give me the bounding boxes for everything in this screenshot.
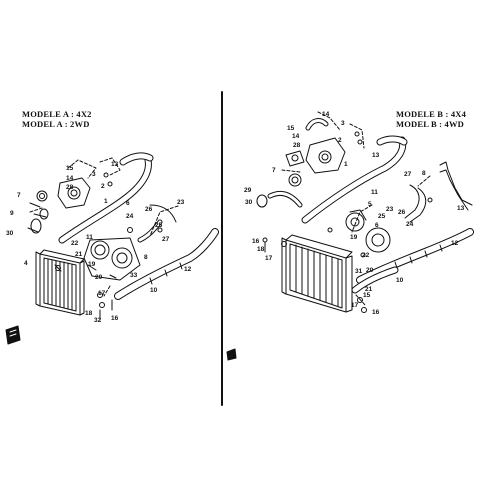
callout: 21 (75, 251, 83, 258)
callout: 1 (104, 198, 108, 205)
callout: 28 (66, 184, 74, 191)
callout: 30 (6, 230, 14, 237)
callout: 15 (287, 125, 295, 132)
callout: 17 (351, 302, 359, 309)
left-title-line1: MODELE A : 4X2 (22, 109, 92, 119)
callout: 22 (362, 252, 370, 259)
callout: 27 (162, 236, 170, 243)
callout: 32 (94, 317, 102, 324)
callout: 14 (322, 111, 330, 118)
left-model-title: MODELE A : 4X2 MODEL A : 2WD (22, 109, 92, 129)
callout: 12 (451, 240, 459, 247)
thermostat-housing-right (256, 137, 346, 208)
callout: 15 (363, 292, 371, 299)
radiator-right (281, 234, 353, 313)
callout: 18 (257, 246, 265, 253)
callout: 16 (111, 315, 119, 322)
callout: 11 (86, 234, 93, 241)
callout: 25 (155, 222, 163, 229)
callout: 8 (144, 254, 148, 261)
callout: 13 (457, 205, 465, 212)
callout: 10 (150, 287, 158, 294)
right-title-line1: MODELE B : 4X4 (396, 109, 467, 119)
callout: 6 (126, 200, 130, 207)
callout: 24 (126, 213, 134, 220)
callout: 3 (341, 120, 345, 127)
callout: 13 (111, 161, 119, 168)
callout: 16 (252, 238, 260, 245)
callout: 16 (372, 309, 380, 316)
thermostat-housing-left (27, 177, 91, 234)
callout: 23 (386, 206, 394, 213)
callout: 26 (145, 206, 153, 213)
callout: 28 (293, 142, 301, 149)
callout: 26 (398, 209, 406, 216)
callout: 12 (184, 266, 192, 273)
callout: 27 (404, 171, 412, 178)
callout: 14 (292, 133, 300, 140)
callout: 11 (371, 189, 378, 196)
callout: 14 (66, 175, 74, 182)
callout: 30 (245, 199, 253, 206)
callout: 24 (406, 221, 414, 228)
callout: 17 (265, 255, 273, 262)
callout: 20 (95, 274, 103, 281)
callout: 25 (378, 213, 386, 220)
right-model-title: MODELE B : 4X4 MODEL B : 4WD (396, 109, 466, 129)
callout: 33 (130, 272, 138, 279)
callout: 15 (66, 165, 74, 172)
callout: 17 (98, 290, 106, 297)
callout: 22 (71, 240, 79, 247)
callout: 4 (24, 260, 28, 267)
callout: 3 (92, 171, 96, 178)
callout: 18 (85, 310, 93, 317)
upper-hose-left-fill (59, 157, 151, 243)
note-icon-right (226, 348, 237, 361)
water-pump-left (83, 237, 141, 281)
callout: 1 (344, 161, 348, 168)
callout: 7 (272, 167, 276, 174)
callout: 2 (338, 137, 342, 144)
water-pump-right (345, 209, 391, 253)
callout: 19 (88, 261, 96, 268)
radiator-left (35, 249, 85, 316)
callout: 19 (350, 234, 358, 241)
callout: 10 (396, 277, 404, 284)
callout: 13 (372, 152, 380, 159)
callout: 31 (355, 268, 363, 275)
callout: 7 (17, 192, 21, 199)
callout: 9 (10, 210, 14, 217)
right-title-line2: MODEL B : 4WD (396, 119, 465, 129)
callout: 21 (365, 286, 373, 293)
left-title-line2: MODEL A : 2WD (22, 119, 90, 129)
callout: 8 (422, 170, 426, 177)
note-icon-left (5, 325, 21, 345)
callout: 23 (177, 199, 185, 206)
callout: 6 (375, 222, 379, 229)
callout: 2 (101, 183, 105, 190)
callout: 5 (368, 201, 372, 208)
callout: 20 (366, 267, 374, 274)
callout: 29 (244, 187, 252, 194)
